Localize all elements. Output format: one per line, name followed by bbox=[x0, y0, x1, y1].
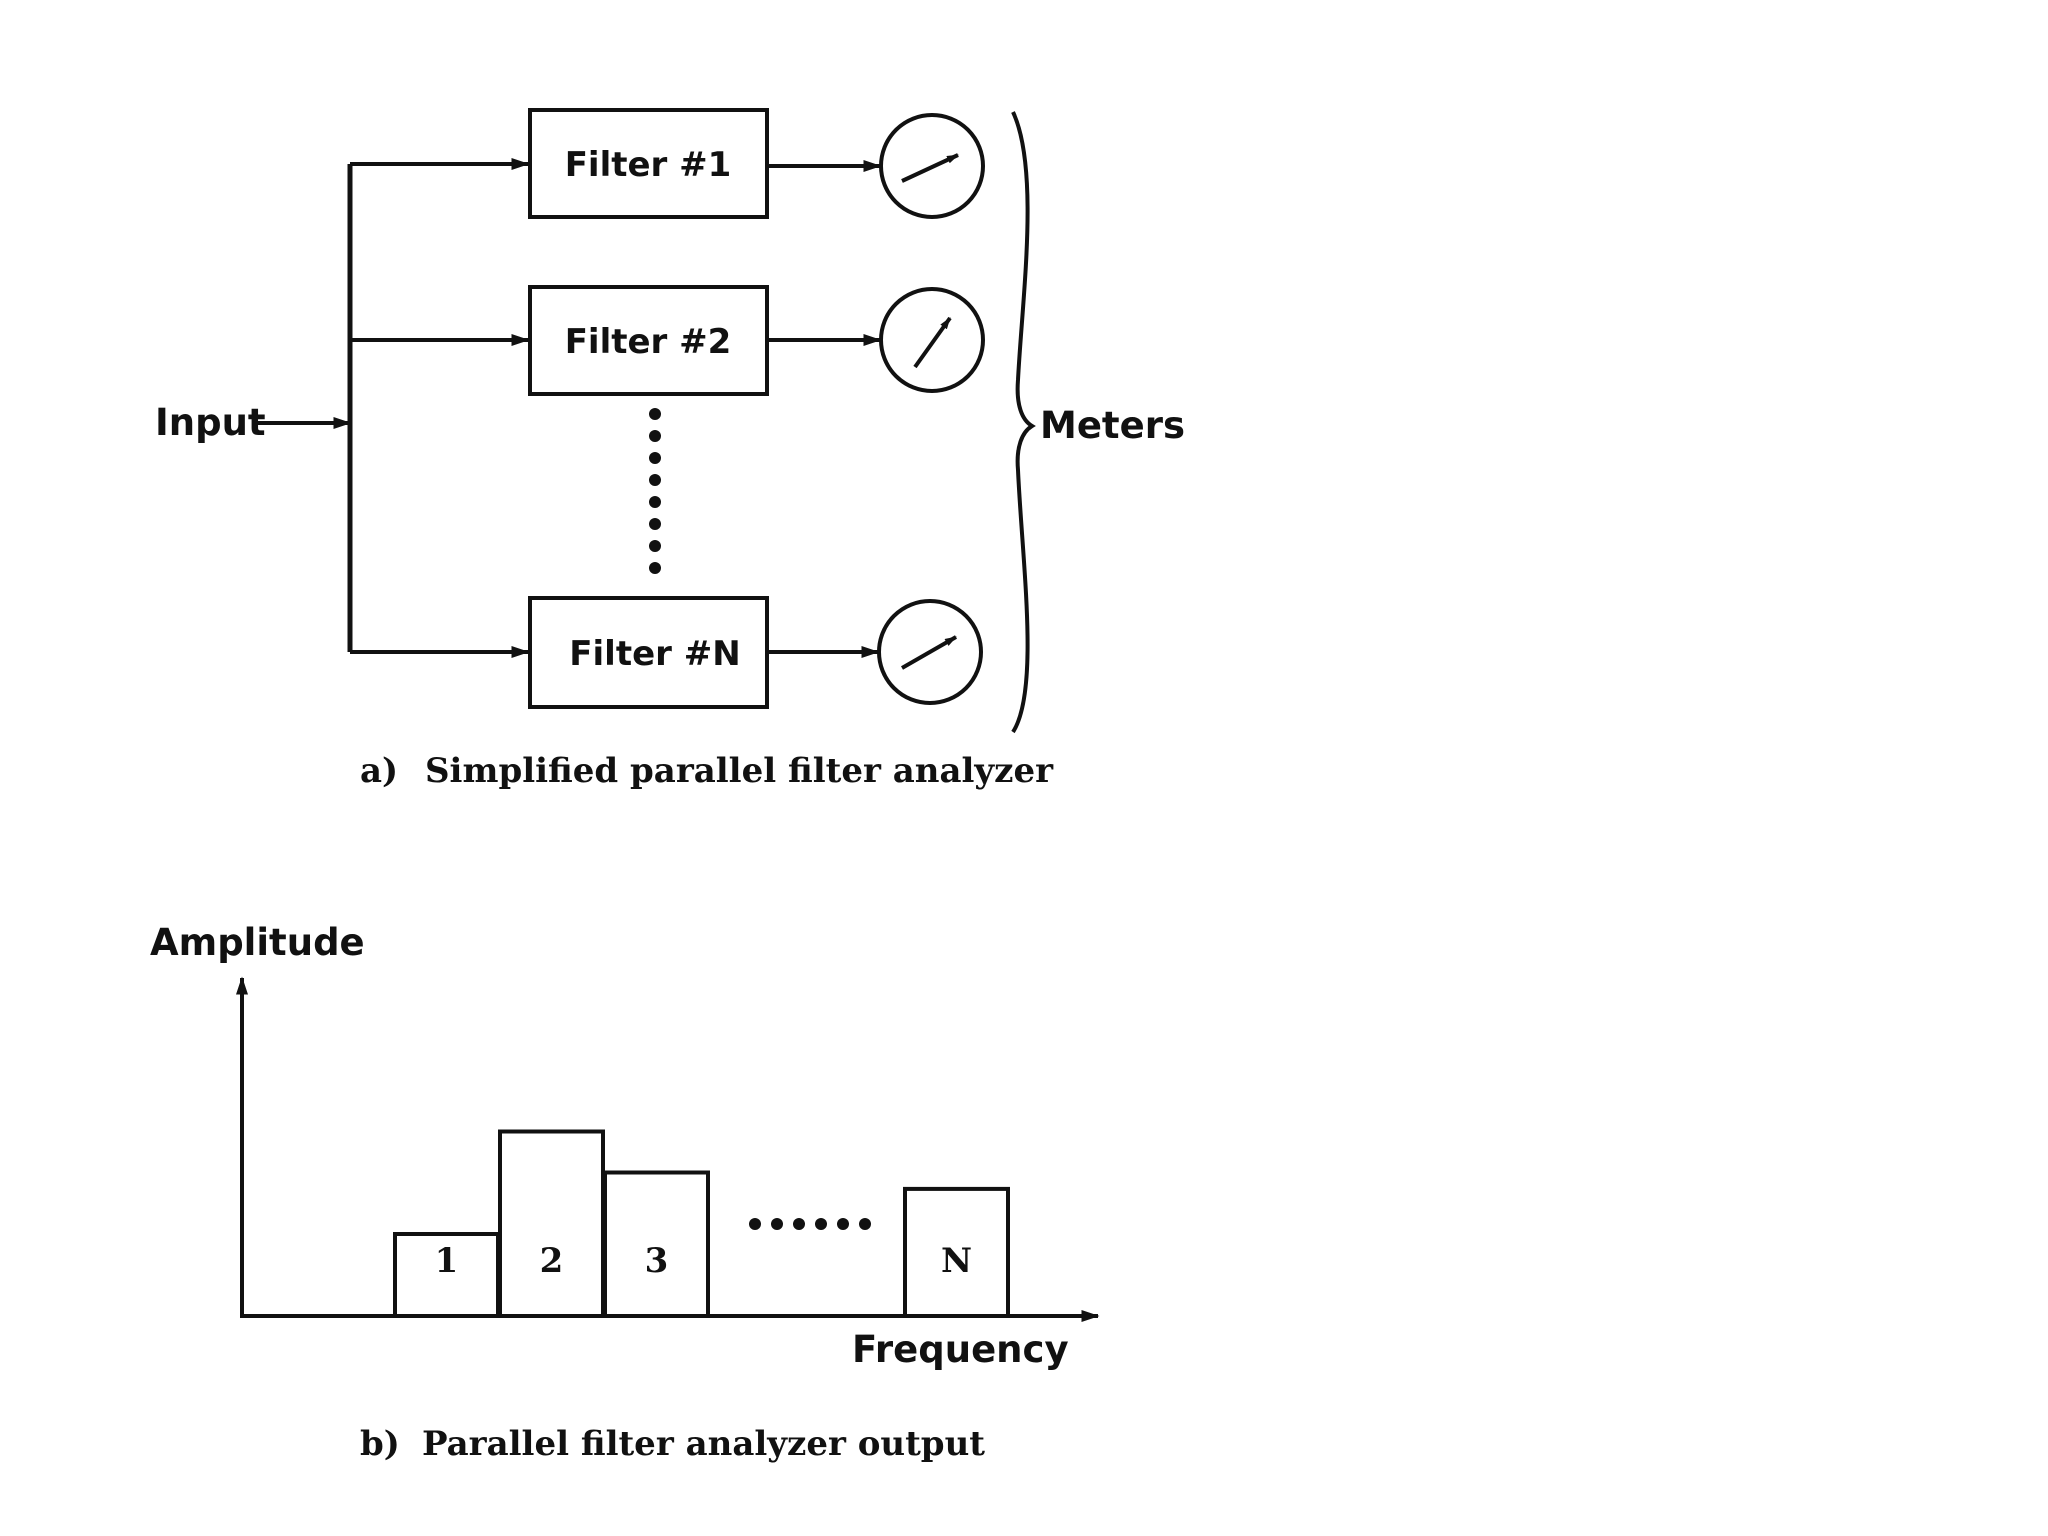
bar-2 bbox=[498, 1129, 605, 1318]
filter-box-n: Filter #N bbox=[528, 596, 769, 709]
input-label: Input bbox=[155, 401, 266, 444]
x-axis-label: Frequency bbox=[852, 1328, 1069, 1371]
filter-n-label: Filter #N bbox=[569, 634, 740, 674]
meters-label: Meters bbox=[1040, 404, 1185, 447]
bar-label-1: 1 bbox=[435, 1241, 459, 1281]
caption-a-text: Simplified parallel filter analyzer bbox=[425, 751, 1054, 791]
bar-label-2: 2 bbox=[540, 1241, 564, 1281]
caption-a-letter: a) bbox=[360, 751, 398, 791]
filter-2-label: Filter #2 bbox=[565, 322, 732, 362]
meter-1-icon bbox=[879, 113, 985, 219]
bar-n bbox=[903, 1186, 1010, 1319]
output-chart: Amplitude Frequency 1 2 3 N b) Parallel fil… bbox=[150, 921, 1100, 1464]
bar-3 bbox=[603, 1170, 710, 1318]
caption-b-letter: b) bbox=[360, 1424, 400, 1464]
meter-2-icon bbox=[879, 287, 985, 393]
bars: 1 2 3 N bbox=[393, 1129, 1010, 1319]
meters-brace bbox=[1011, 111, 1036, 734]
bar-label-n: N bbox=[941, 1241, 972, 1281]
caption-b-text: Parallel filter analyzer output bbox=[422, 1424, 985, 1464]
filter-ellipsis-dots bbox=[649, 408, 661, 574]
filter-box-2: Filter #2 bbox=[528, 285, 769, 396]
y-axis-label: Amplitude bbox=[150, 921, 365, 964]
bar-ellipsis-dots bbox=[749, 1218, 871, 1230]
filter-box-1: Filter #1 bbox=[528, 108, 769, 219]
meter-n-icon bbox=[877, 599, 983, 705]
block-diagram: Input Filter #1 Filter #2 bbox=[155, 108, 1185, 791]
bar-label-3: 3 bbox=[645, 1241, 669, 1281]
filter-1-label: Filter #1 bbox=[565, 145, 732, 185]
